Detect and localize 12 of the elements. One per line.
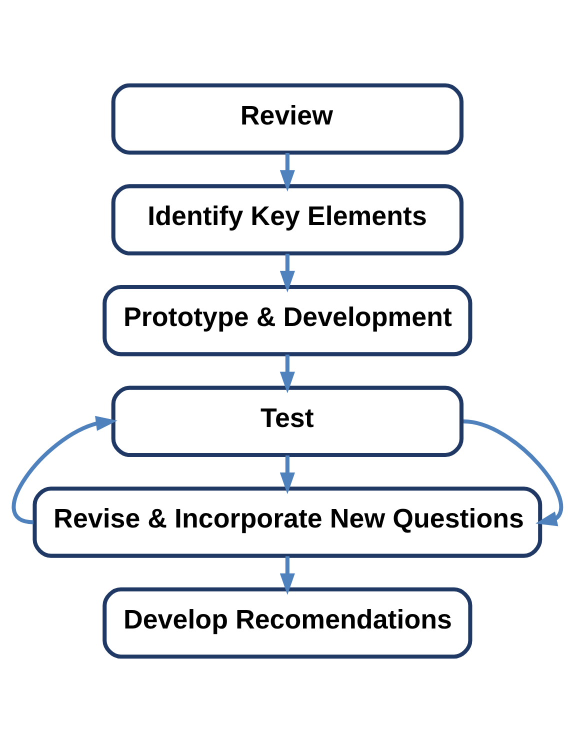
arrow <box>280 254 295 292</box>
node-box: Review <box>111 83 464 155</box>
arrow <box>280 556 295 595</box>
arrow <box>280 455 295 494</box>
node-box: Prototype & Development <box>102 284 472 356</box>
arrow <box>463 419 564 526</box>
node-box: Identify Key Elements <box>111 184 464 256</box>
arrow <box>280 153 295 192</box>
arrow <box>280 354 295 394</box>
node-box: Revise & Incorporate New Questions <box>32 486 542 558</box>
node-box: Develop Recomendations <box>102 587 472 659</box>
node-box: Test <box>111 386 464 458</box>
